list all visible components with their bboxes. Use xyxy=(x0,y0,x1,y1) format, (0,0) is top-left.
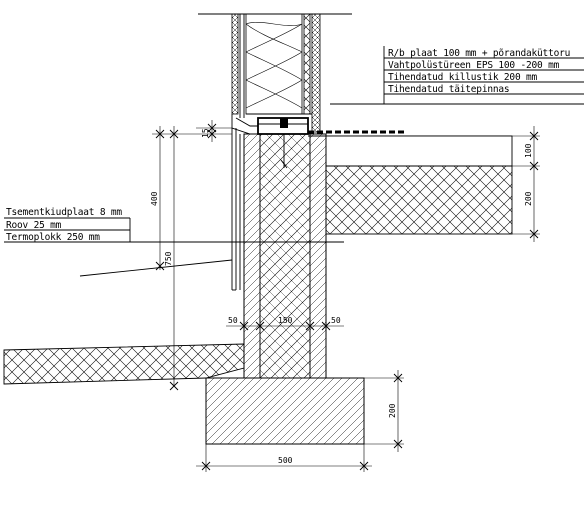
dim-500: 500 xyxy=(278,456,293,465)
gravel-layer xyxy=(325,165,513,235)
foundation-block-wall xyxy=(243,133,327,379)
left-dimensions: 400 750 15 xyxy=(150,120,232,391)
label-tsementkiudplaat: Tsementkiudplaat 8 mm xyxy=(6,207,122,218)
dim-15: 15 xyxy=(201,128,210,138)
dim-200-footing: 200 xyxy=(388,403,397,418)
label-roov: Roov 25 mm xyxy=(6,220,62,231)
dim-50-left: 50 xyxy=(228,316,238,325)
label-rb-plaat: R/b plaat 100 mm + põrandaküttoru xyxy=(388,48,570,59)
slab-dimensions: 100 200 xyxy=(512,126,540,242)
right-labels: R/b plaat 100 mm + põrandaküttoru Vahtpo… xyxy=(330,46,584,105)
dim-50-right: 50 xyxy=(331,316,341,325)
eps-layer xyxy=(325,135,513,167)
label-taitepinnas: Tihendatud täitepinnas xyxy=(388,84,509,95)
dim-400: 400 xyxy=(150,191,159,206)
dim-150: 150 xyxy=(278,316,293,325)
footing-dimensions: 200 500 xyxy=(196,370,404,472)
label-termoplokk: Termoplokk 250 mm xyxy=(6,232,100,243)
label-vahtpolustireen: Vahtpolüstüreen EPS 100 -200 mm xyxy=(388,60,560,71)
upper-wall xyxy=(198,13,352,133)
dim-750: 750 xyxy=(164,251,173,266)
footing xyxy=(205,377,365,445)
wall-width-dimensions: 50 150 50 xyxy=(226,316,344,331)
plinth-cladding xyxy=(231,128,241,291)
label-killustik: Tihendatud killustik 200 mm xyxy=(388,72,538,83)
exterior-fill xyxy=(3,259,245,385)
dim-100: 100 xyxy=(524,143,533,158)
dim-200-slab: 200 xyxy=(524,191,533,206)
